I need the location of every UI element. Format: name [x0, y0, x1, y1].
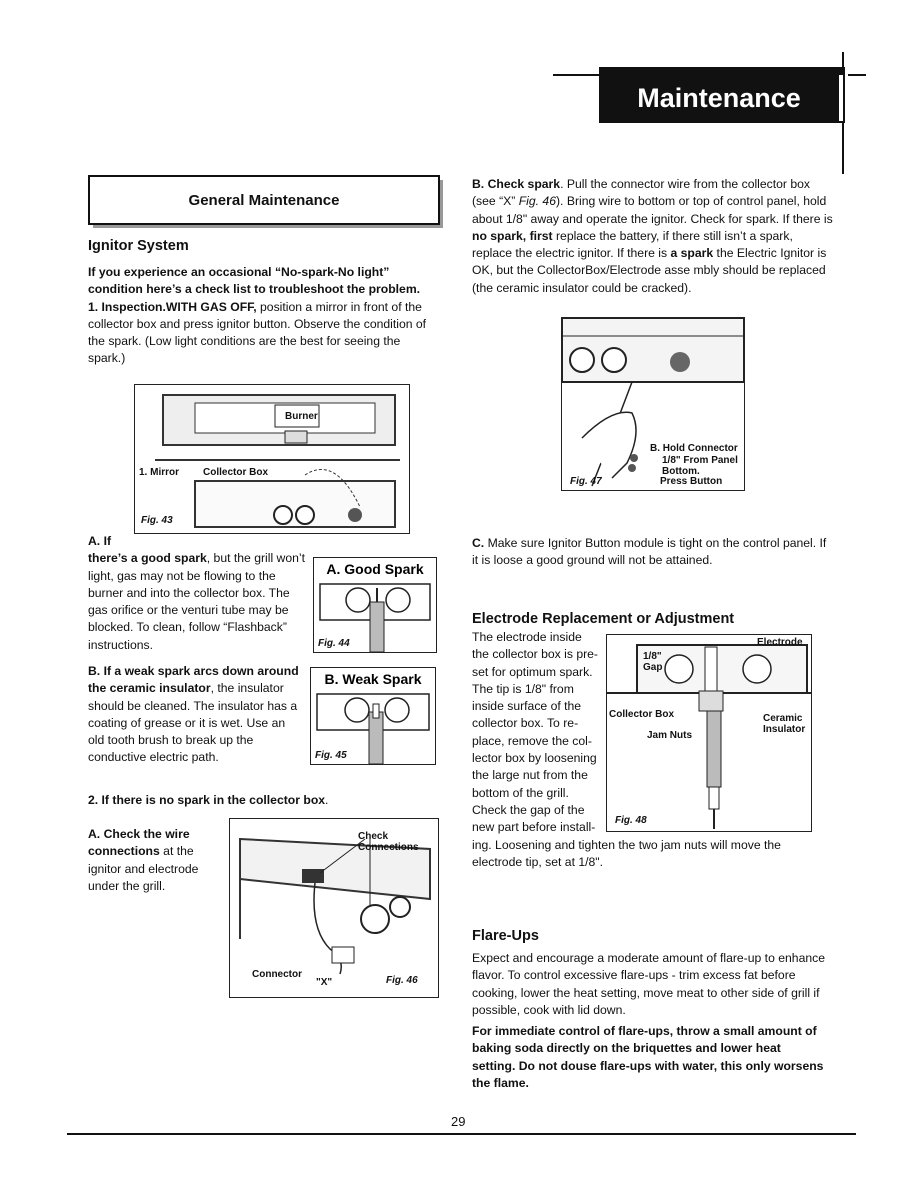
fig44-title: A. Good Spark — [326, 561, 423, 577]
figure-44-drawing: A. Good Spark Fig. 44 — [318, 561, 431, 652]
electrode-tail: ing. Loosening and tighten the two jam n… — [472, 838, 781, 870]
flare-bold-paragraph: For immediate control of flare-ups, thro… — [472, 1023, 824, 1092]
b-check-text1: . Pull the connector wire from the colle… — [472, 177, 811, 209]
electrode-lines: The electrode inside the collector box i… — [472, 629, 604, 837]
figure-45: B. Weak Spark Fig. 45 — [310, 667, 436, 765]
good-spark-paragraph: A. If there’s a good spark, but the gril… — [88, 533, 308, 654]
fig47-hold-label: B. Hold Connector — [650, 443, 738, 454]
figure-47-drawing: B. Hold Connector 1/8" From Panel Bottom… — [562, 318, 744, 487]
fig46-check-label: Check — [358, 831, 388, 842]
check-spark-paragraph: B. Check spark. Pull the connector wire … — [472, 176, 836, 297]
flare-paragraph: Expect and encourage a moderate amount o… — [472, 951, 825, 1017]
fig46-x-label: "X" — [316, 977, 332, 988]
fig43-collector-label: Collector Box — [203, 467, 268, 478]
fig43-caption: Fig. 43 — [141, 515, 173, 526]
inspection-label: 1. Inspection. — [88, 299, 166, 314]
electrode-line: lector box by loosening — [472, 751, 597, 766]
fig46-connections-label: Connections — [358, 842, 419, 853]
a-label: A. If — [88, 534, 112, 548]
page-number: 29 — [451, 1114, 466, 1129]
figure-46-drawing: Check Connections Connector "X" Fig. 46 — [239, 831, 431, 988]
fig47-line2: 1/8" From Panel — [662, 455, 738, 466]
page-title: Maintenance — [637, 82, 801, 113]
b-text: , the insulator should be cleaned. The i… — [88, 681, 298, 765]
figure-47: B. Hold Connector 1/8" From Panel Bottom… — [561, 317, 745, 491]
figure-45-drawing: B. Weak Spark Fig. 45 — [315, 671, 430, 764]
a-bold: there’s a good spark — [88, 551, 207, 566]
electrode-line: inside surface of the — [472, 699, 582, 714]
b-bold: B. If a weak spark arcs down around the … — [88, 664, 299, 696]
b-check-bold: B. Check spark — [472, 177, 561, 191]
electrode-line: bottom of the grill. — [472, 785, 569, 800]
step2-end: . — [325, 793, 329, 807]
electrode-line: The tip is 1/8" from — [472, 681, 574, 696]
ignitor-heading: Ignitor System — [88, 238, 189, 254]
header-title-box: Maintenance — [599, 75, 843, 121]
intro-bold: If you experience an occasional “No-spar… — [88, 265, 421, 297]
c-text: Make sure Ignitor Button module is tight… — [472, 536, 827, 568]
c-bold: C. — [472, 536, 485, 550]
a-spark-bold: a spark — [670, 246, 714, 261]
section-title-box: General Maintenance — [88, 175, 440, 225]
fig47-caption: Fig. 47 — [570, 476, 602, 487]
fig48-caption: Fig. 48 — [615, 815, 647, 826]
header-rule-right — [848, 74, 866, 76]
electrode-line: collector box. To re- — [472, 716, 579, 731]
electrode-line: The electrode inside — [472, 630, 582, 644]
fig48-jam-label: Jam Nuts — [647, 730, 692, 741]
step2-bold: 2. If there is no spark in the collector… — [88, 793, 326, 807]
electrode-line: place, remove the col- — [472, 733, 592, 748]
inspection-text: position a mirror in front of the collec… — [88, 299, 427, 366]
electrode-line: the large nut from the — [472, 768, 588, 783]
figure-46: Check Connections Connector "X" Fig. 46 — [229, 818, 439, 998]
fig48-gap2: Gap — [643, 662, 662, 673]
figure-48-drawing: Electrode 1/8" Gap Collector Box Jam Nut… — [607, 637, 811, 829]
no-spark-bold: no spark, first — [472, 228, 553, 243]
fig48-electrode-label: Electrode — [757, 637, 803, 648]
b-check-fig: Fig. 46 — [518, 194, 556, 209]
fig46-connector-label: Connector — [252, 969, 302, 980]
check-text: at the ignitor and electrode under the g… — [88, 844, 199, 893]
electrode-heading: Electrode Replacement or Adjustment — [472, 611, 735, 627]
electrode-line: new part before install- — [472, 820, 596, 835]
a-text: , but the grill won’t light, gas may not… — [88, 551, 305, 652]
intro-paragraph: If you experience an occasional “No-spar… — [88, 264, 438, 368]
b-check-text2: ). Bring wire to bottom or top of contro… — [472, 194, 833, 226]
fig43-mirror-label: 1. Mirror — [139, 467, 179, 478]
fig48-insulator-label: Insulator — [763, 724, 805, 735]
fig48-collector-label: Collector Box — [609, 709, 674, 720]
fig45-caption: Fig. 45 — [315, 750, 347, 761]
inspection-bold: WITH GAS OFF, — [165, 299, 257, 314]
header-rule-left — [553, 74, 599, 76]
flare-heading: Flare-Ups — [472, 928, 539, 944]
b-check-text3: replace the battery, if there still isn’… — [472, 228, 793, 261]
figure-43: Burner 1. Mirror Collector Box Fig. 43 — [134, 384, 410, 534]
fig46-caption: Fig. 46 — [386, 975, 418, 986]
fig47-line3: Bottom. — [662, 466, 700, 477]
electrode-line: set for optimum spark. — [472, 664, 593, 679]
c-paragraph: C. Make sure Ignitor Button module is ti… — [472, 535, 832, 570]
electrode-line: Check the gap of the — [472, 802, 585, 817]
flare-bold: For immediate control of flare-ups, thro… — [472, 1024, 824, 1090]
footer-rule — [67, 1133, 856, 1135]
fig48-gap1: 1/8" — [643, 651, 662, 662]
weak-spark-paragraph: B. If a weak spark arcs down around the … — [88, 663, 303, 767]
check-bold: A. Check the wire connections — [88, 827, 190, 859]
fig47-press-label: Press Button — [660, 476, 722, 487]
check-wire-paragraph: A. Check the wire connections at the ign… — [88, 826, 224, 895]
electrode-line: the collector box is pre- — [472, 647, 598, 662]
section-title: General Maintenance — [188, 191, 340, 209]
fig48-ceramic-label: Ceramic — [763, 713, 803, 724]
fig43-burner-label: Burner — [285, 411, 318, 422]
fig45-title: B. Weak Spark — [324, 671, 421, 687]
b-check-text4: the Electric Ignitor is OK, but the Coll… — [472, 246, 827, 295]
figure-48: Electrode 1/8" Gap Collector Box Jam Nut… — [606, 634, 812, 832]
fig44-caption: Fig. 44 — [318, 638, 350, 649]
step2-paragraph: 2. If there is no spark in the collector… — [88, 792, 438, 809]
figure-43-drawing: Burner 1. Mirror Collector Box Fig. 43 — [139, 394, 400, 528]
figure-44: A. Good Spark Fig. 44 — [313, 557, 437, 653]
